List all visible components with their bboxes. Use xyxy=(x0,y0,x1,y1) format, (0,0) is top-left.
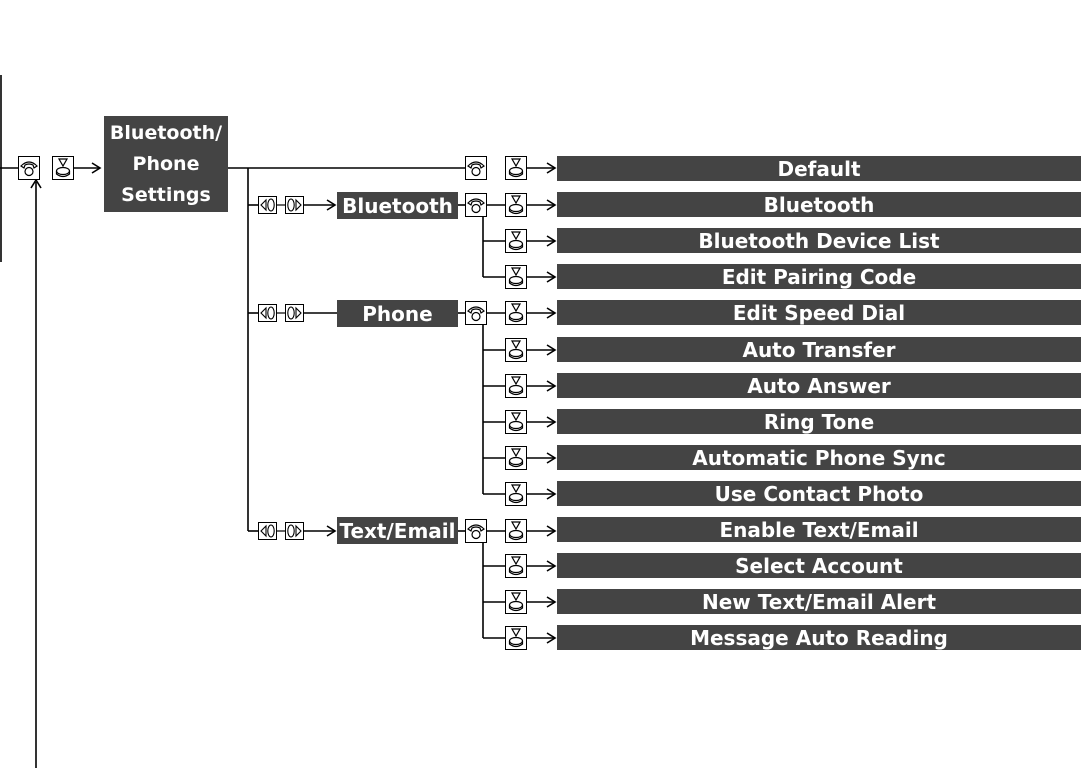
interface-dial-press-icon xyxy=(505,265,527,289)
interface-dial-press-icon xyxy=(505,301,527,325)
category-phone[interactable]: Phone xyxy=(337,300,458,327)
interface-dial-press-icon xyxy=(505,482,527,506)
menu-item-bluetooth[interactable]: Bluetooth xyxy=(557,192,1081,217)
arrow-head-icon xyxy=(546,416,557,428)
root-line-3: Settings xyxy=(121,183,211,206)
menu-item-automatic-phone-sync[interactable]: Automatic Phone Sync xyxy=(557,445,1081,470)
interface-dial-press-icon xyxy=(505,229,527,253)
icon-layer xyxy=(18,156,527,650)
category-bluetooth[interactable]: Bluetooth xyxy=(337,192,458,219)
arrow-head-icon xyxy=(546,162,557,174)
interface-dial-rotate-icon xyxy=(258,522,304,540)
arrow-head-icon xyxy=(546,235,557,247)
menu-item-select-account[interactable]: Select Account xyxy=(557,553,1081,578)
arrow-head-icon xyxy=(546,199,557,211)
menu-item-bluetooth-device-list[interactable]: Bluetooth Device List xyxy=(557,228,1081,253)
arrow-head-icon xyxy=(546,488,557,500)
interface-dial-press-icon xyxy=(505,193,527,217)
root-menu-box[interactable]: Bluetooth/ Phone Settings xyxy=(104,116,228,212)
arrow-head-icon xyxy=(546,525,557,537)
menu-item-auto-answer[interactable]: Auto Answer xyxy=(557,373,1081,398)
arrow-head-icon xyxy=(546,560,557,572)
menu-item-default[interactable]: Default xyxy=(557,156,1081,181)
menu-item-message-auto-reading[interactable]: Message Auto Reading xyxy=(557,625,1081,650)
arrow-head-icon xyxy=(546,307,557,319)
interface-dial-press-icon xyxy=(505,410,527,434)
root-line-2: Phone xyxy=(132,152,200,175)
interface-dial-press-icon xyxy=(505,626,527,650)
interface-dial-press-icon xyxy=(505,590,527,614)
interface-dial-press-icon xyxy=(505,446,527,470)
interface-dial-press-icon xyxy=(505,554,527,578)
arrow-head-icon xyxy=(546,596,557,608)
interface-dial-press-icon xyxy=(52,156,74,180)
arrow-head-icon xyxy=(326,525,337,537)
arrow-head-icon xyxy=(546,452,557,464)
category-text-email[interactable]: Text/Email xyxy=(337,517,458,544)
menu-item-enable-text-email[interactable]: Enable Text/Email xyxy=(557,517,1081,542)
interface-dial-press-icon xyxy=(505,156,527,180)
menu-item-edit-speed-dial[interactable]: Edit Speed Dial xyxy=(557,300,1081,325)
arrow-head-icon xyxy=(91,162,102,174)
menu-item-auto-transfer[interactable]: Auto Transfer xyxy=(557,337,1081,362)
menu-item-ring-tone[interactable]: Ring Tone xyxy=(557,409,1081,434)
menu-item-edit-pairing-code[interactable]: Edit Pairing Code xyxy=(557,264,1081,289)
return-arrow-head-icon xyxy=(30,178,42,189)
root-line-1: Bluetooth/ xyxy=(109,121,223,144)
interface-dial-press-icon xyxy=(505,519,527,543)
interface-dial-rotate-icon xyxy=(258,304,304,322)
interface-dial-rotate-icon xyxy=(258,196,304,214)
arrow-head-icon xyxy=(546,380,557,392)
menu-item-new-text-email-alert[interactable]: New Text/Email Alert xyxy=(557,589,1081,614)
arrow-head-icon xyxy=(546,344,557,356)
phone-button-icon xyxy=(18,156,40,180)
phone-button-icon xyxy=(465,301,487,325)
interface-dial-press-icon xyxy=(505,374,527,398)
arrow-head-icon xyxy=(326,199,337,211)
connector-lines xyxy=(0,75,557,768)
phone-button-icon xyxy=(465,519,487,543)
menu-item-use-contact-photo[interactable]: Use Contact Photo xyxy=(557,481,1081,506)
arrow-head-icon xyxy=(546,271,557,283)
interface-dial-press-icon xyxy=(505,338,527,362)
arrow-head-icon xyxy=(546,632,557,644)
phone-button-icon xyxy=(465,193,487,217)
phone-button-icon xyxy=(465,156,487,180)
